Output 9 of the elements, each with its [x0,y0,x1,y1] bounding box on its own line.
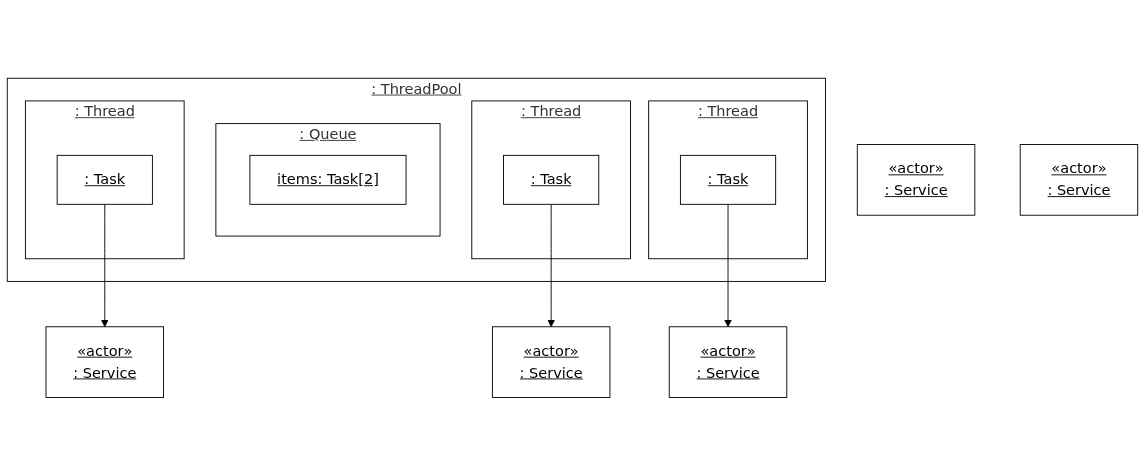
node-box: «actor» : Service [1019,143,1139,216]
node-box: : Task [503,154,600,205]
node-box: «actor» : Service [856,143,976,216]
node-box: «actor» : Service [45,325,164,398]
node-box: : Task [56,154,153,205]
node-box: «actor» : Service [668,325,788,398]
node-box: items: Task[2] [249,154,407,205]
node-box: : Task [679,154,777,205]
node-box: «actor» : Service [491,325,611,398]
